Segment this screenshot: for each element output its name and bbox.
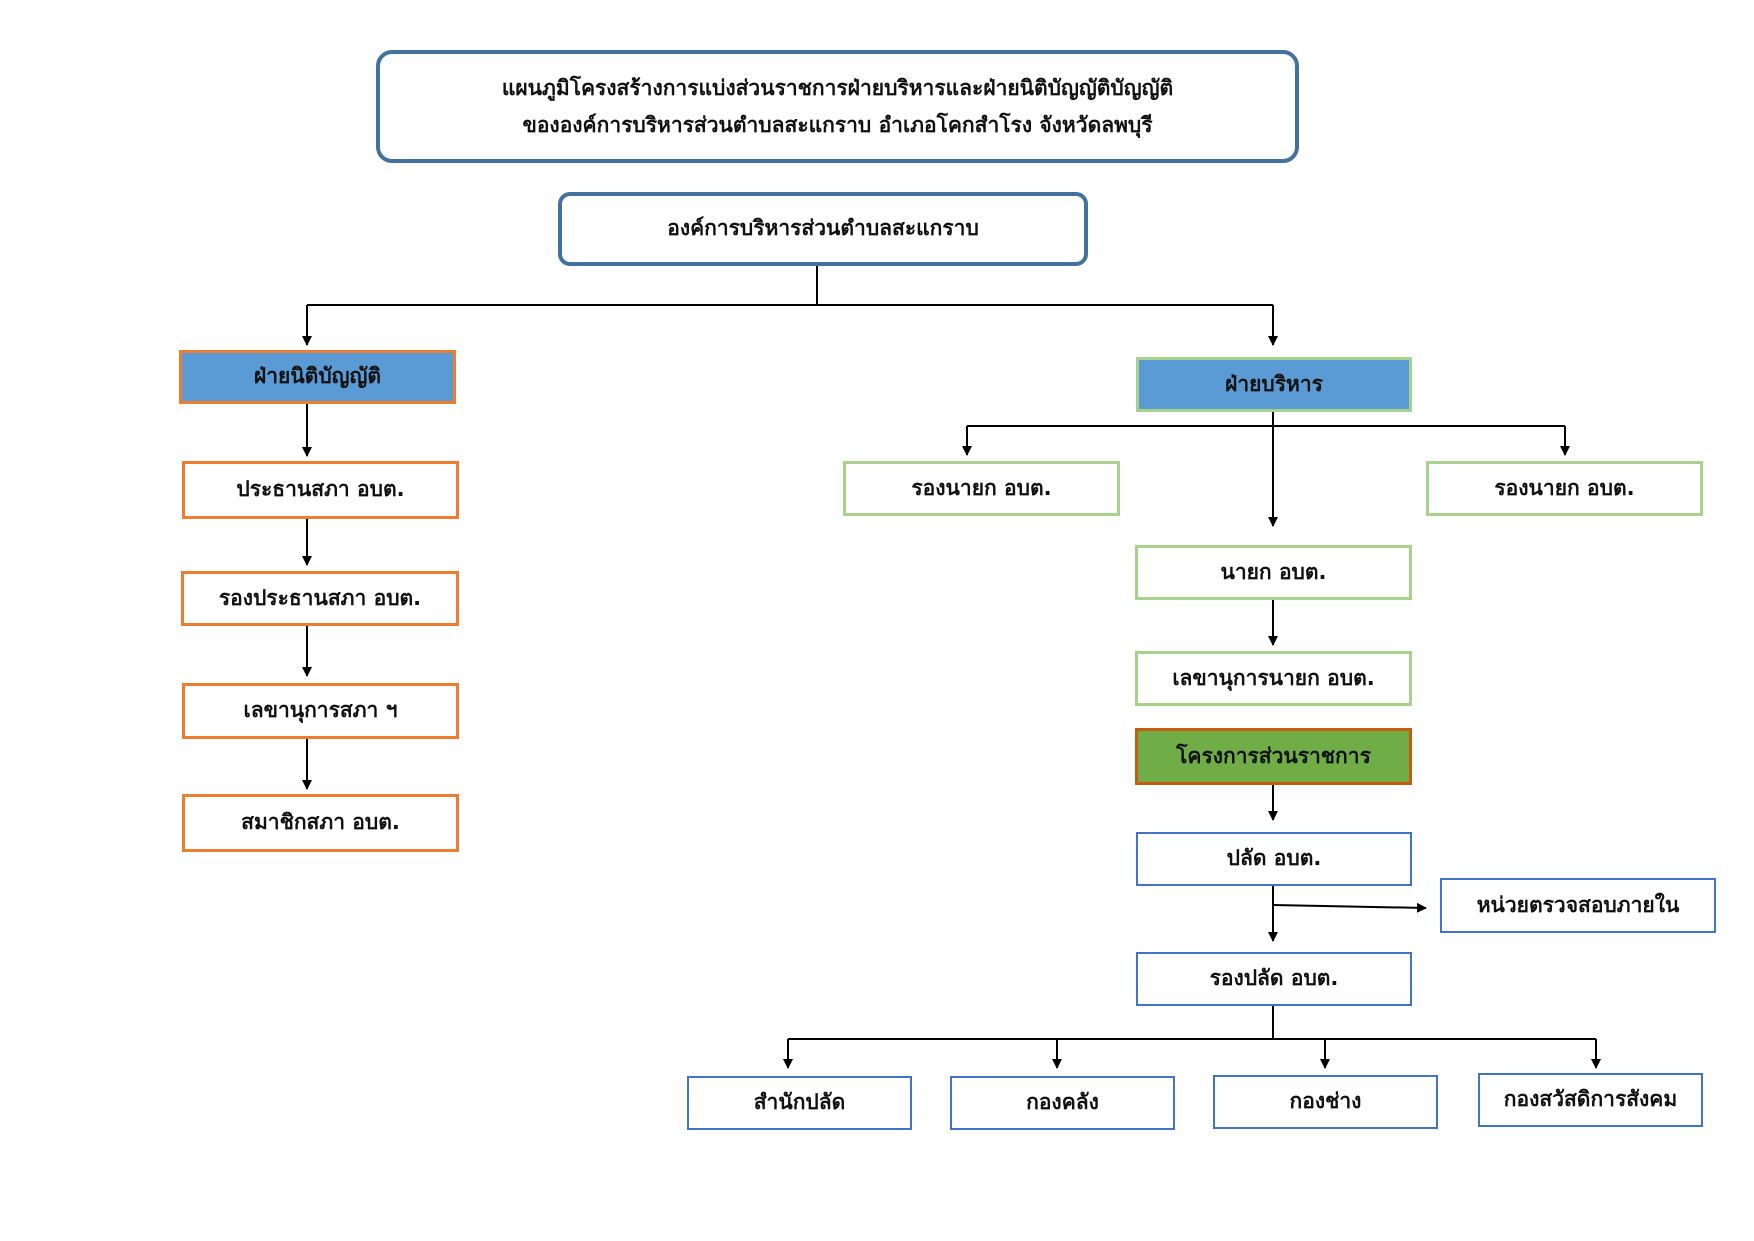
- legislative-chair: ประธานสภา อบต.: [182, 461, 459, 519]
- deputy-clerk-box: รองปลัด อบต.: [1136, 952, 1412, 1006]
- chart-title: แผนภูมิโครงสร้างการแบ่งส่วนราชการฝ่ายบริ…: [376, 50, 1299, 163]
- chart-title-line2: ขององค์การบริหารส่วนตำบลสะแกราบ อำเภอโคก…: [522, 112, 1153, 137]
- internal-audit-box: หน่วยตรวจสอบภายใน: [1440, 878, 1716, 933]
- division-engineering-box: กองช่าง: [1213, 1075, 1438, 1129]
- legislative-member: สมาชิกสภา อบต.: [182, 794, 459, 852]
- legislative-secretary: เลขานุการสภา ฯ: [182, 683, 459, 739]
- deputy-mayor-right: รองนายก อบต.: [1426, 461, 1703, 516]
- structure-box: โครงการส่วนราชการ: [1135, 728, 1412, 785]
- legislative-vice-chair: รองประธานสภา อบต.: [181, 571, 459, 626]
- clerk-box: ปลัด อบต.: [1136, 832, 1412, 886]
- division-office-box: สำนักปลัด: [687, 1076, 912, 1130]
- chart-title-line1: แผนภูมิโครงสร้างการแบ่งส่วนราชการฝ่ายบริ…: [501, 75, 1174, 100]
- division-finance-box: กองคลัง: [950, 1076, 1175, 1130]
- division-social-welfare-box: กองสวัสดิการสังคม: [1478, 1073, 1703, 1127]
- deputy-mayor-left: รองนายก อบต.: [843, 461, 1120, 516]
- org-root-box: องค์การบริหารส่วนตำบลสะแกราบ: [558, 192, 1088, 266]
- executive-header: ฝ่ายบริหาร: [1136, 357, 1412, 412]
- legislative-header: ฝ่ายนิติบัญญัติ: [179, 350, 456, 404]
- mayor-box: นายก อบต.: [1135, 545, 1412, 600]
- mayor-secretary-box: เลขานุการนายก อบต.: [1135, 651, 1412, 706]
